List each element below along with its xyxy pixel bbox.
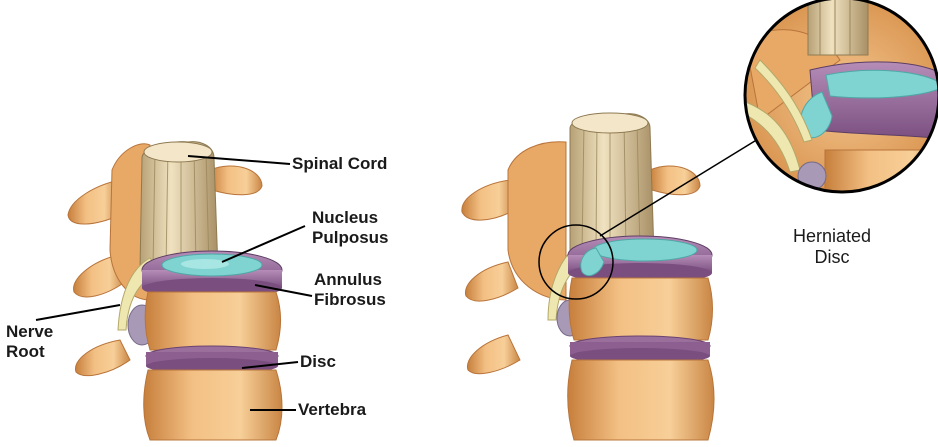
label-herniated-line-1: Herniated: [784, 226, 880, 247]
label-herniated-disc: Herniated Disc: [784, 226, 880, 268]
right-transverse-mid: [465, 262, 518, 301]
right-transverse-low: [467, 335, 520, 374]
label-spinal-cord-text: Spinal Cord: [292, 154, 387, 174]
label-herniated-line-2: Disc: [784, 247, 880, 268]
left-spine-figure: [68, 142, 282, 440]
label-vertebra-text: Vertebra: [298, 400, 366, 420]
label-annulus-line-1: Annulus: [314, 270, 386, 290]
right-spine-figure: [462, 113, 714, 440]
label-nerve-root: Nerve Root: [6, 322, 53, 362]
right-vertebral-body-2: [568, 360, 714, 440]
left-transverse-process-low: [75, 340, 130, 376]
label-nucleus-line-2: Pulposus: [312, 228, 389, 248]
label-annulus-fibrosus: Annulus Fibrosus: [314, 270, 386, 310]
label-vertebra: Vertebra: [298, 400, 366, 420]
right-transverse-upper: [462, 180, 515, 220]
label-nerve-line-1: Nerve: [6, 322, 53, 342]
right-nucleus: [593, 239, 697, 261]
label-disc: Disc: [300, 352, 336, 372]
label-disc-text: Disc: [300, 352, 336, 372]
label-nucleus-line-1: Nucleus: [312, 208, 389, 228]
label-nucleus-pulposus: Nucleus Pulposus: [312, 208, 389, 248]
right-vertebral-body-1: [569, 278, 712, 340]
label-nerve-line-2: Root: [6, 342, 53, 362]
left-vertebral-body-2: [144, 370, 282, 440]
left-vertebral-body-1: [145, 292, 280, 350]
label-spinal-cord: Spinal Cord: [292, 154, 387, 174]
label-annulus-line-2: Fibrosus: [314, 290, 386, 310]
leader-nerve-root: [36, 305, 120, 320]
leader-nucleus: [222, 226, 305, 262]
left-spinous-upper: [210, 166, 262, 195]
